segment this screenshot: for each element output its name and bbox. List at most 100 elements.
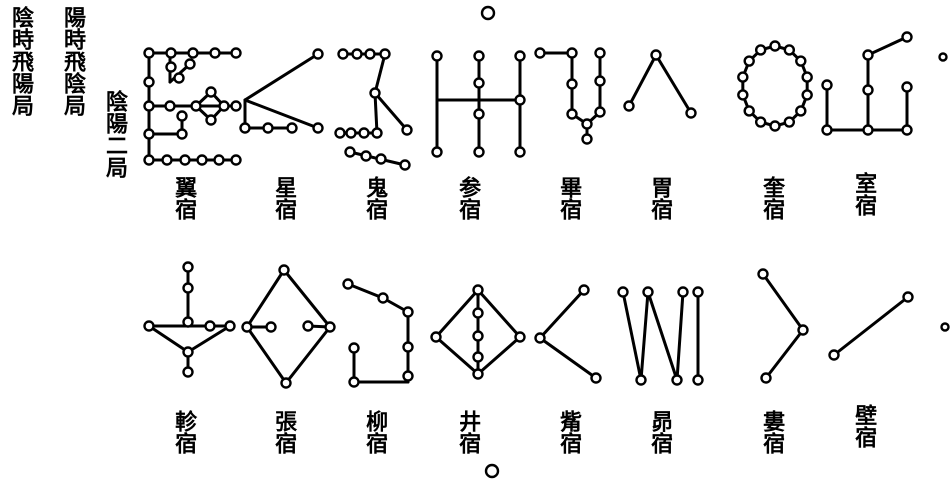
xing-star — [264, 124, 273, 133]
gui-star — [377, 155, 386, 164]
label-jing-mansion: 井宿 — [456, 410, 479, 454]
label-shen-mansion: 参宿 — [456, 176, 479, 220]
zhen-star — [206, 322, 215, 331]
zhang-star — [304, 322, 313, 331]
kui-star — [745, 57, 754, 66]
zi-star — [536, 334, 545, 343]
mao-star — [637, 376, 646, 385]
label-bi-wall-mansion: 壁宿 — [852, 404, 875, 448]
shi-star — [903, 33, 912, 42]
label-liu-mansion: 柳宿 — [363, 410, 386, 454]
mao-star — [694, 288, 703, 297]
yi-star — [167, 49, 176, 58]
shi-star — [864, 126, 873, 135]
bi-star — [596, 108, 605, 117]
zhen-star — [149, 326, 188, 352]
label-lou-mansion: 婁宿 — [760, 410, 783, 454]
zhang-star — [286, 327, 330, 383]
label-zi-mansion: 觜宿 — [557, 410, 580, 454]
jing-star — [474, 370, 483, 379]
zhang-star — [284, 270, 330, 327]
heading-yin-time-yang: 陰時飛陽局 — [10, 6, 32, 116]
zhang-star — [247, 327, 286, 383]
lou-star — [763, 274, 803, 330]
mao-star — [648, 292, 677, 380]
label-kui-mansion: 奎宿 — [760, 176, 783, 220]
xing-star — [241, 124, 250, 133]
zi-star — [540, 338, 596, 378]
yi-star — [220, 102, 229, 111]
bi-star — [596, 77, 605, 86]
yi-star — [211, 49, 220, 58]
gui-star — [360, 129, 369, 138]
kui-star — [785, 118, 794, 127]
yi-star — [163, 156, 172, 165]
gui-star — [339, 50, 348, 59]
kui-star — [745, 106, 754, 115]
shen-star — [475, 148, 484, 157]
xing-star — [245, 54, 318, 100]
jing-star — [474, 309, 483, 318]
yi-star — [215, 156, 224, 165]
liu-star — [404, 343, 413, 352]
zhang-star — [280, 266, 289, 275]
kui-star — [771, 122, 780, 131]
yi-star — [145, 102, 154, 111]
top-ring-mark — [482, 7, 494, 19]
yi-star — [167, 63, 176, 72]
shen-star — [433, 52, 442, 61]
jing-star — [474, 332, 483, 341]
shen-star — [475, 110, 484, 119]
liu-star — [350, 344, 359, 353]
kui-star — [738, 90, 747, 99]
shen-star — [516, 148, 525, 157]
yi-star — [189, 49, 198, 58]
jing-star — [478, 337, 520, 374]
jing-star — [474, 353, 483, 362]
yi-star — [207, 88, 216, 97]
mao-star — [619, 288, 628, 297]
yi-star — [178, 112, 187, 121]
yi-star — [178, 130, 187, 139]
xing-star — [288, 124, 297, 133]
shen-star — [433, 148, 442, 157]
zhang-star — [326, 323, 335, 332]
gui-star — [373, 129, 382, 138]
mao-star — [623, 292, 641, 380]
wei-star — [629, 55, 656, 106]
mao-star — [677, 292, 683, 380]
gui-star — [366, 50, 375, 59]
heading-yin-yang-two: 陰陽二局 — [104, 90, 126, 178]
yi-star — [207, 116, 216, 125]
lou-star — [799, 326, 808, 335]
bi-star — [596, 49, 605, 58]
kui-star — [796, 106, 805, 115]
label-wei-mansion: 胃宿 — [648, 176, 671, 220]
yi-star — [186, 60, 195, 69]
xing-star — [314, 124, 323, 133]
yi-star — [232, 156, 241, 165]
kui-star — [771, 42, 780, 51]
shi-star — [868, 37, 907, 55]
shen-star — [516, 52, 525, 61]
yi-star — [166, 102, 175, 111]
liu-star — [379, 294, 388, 303]
kui-star — [796, 57, 805, 66]
yi-star — [192, 102, 201, 111]
kui-star — [756, 118, 765, 127]
bi-star — [568, 49, 577, 58]
gui-star — [346, 148, 355, 157]
label-xing-mansion: 星宿 — [272, 176, 295, 220]
jing-star — [436, 290, 478, 337]
bi-star — [583, 120, 592, 129]
yi-star — [175, 74, 184, 83]
bi-star — [568, 80, 577, 89]
yi-star — [145, 156, 154, 165]
xing-star — [245, 100, 318, 128]
mao-star — [673, 376, 682, 385]
edge-ring-mark — [940, 54, 947, 61]
jing-star — [436, 337, 478, 374]
gui-star — [375, 93, 407, 130]
shi-star — [823, 126, 832, 135]
liu-star — [404, 308, 413, 317]
